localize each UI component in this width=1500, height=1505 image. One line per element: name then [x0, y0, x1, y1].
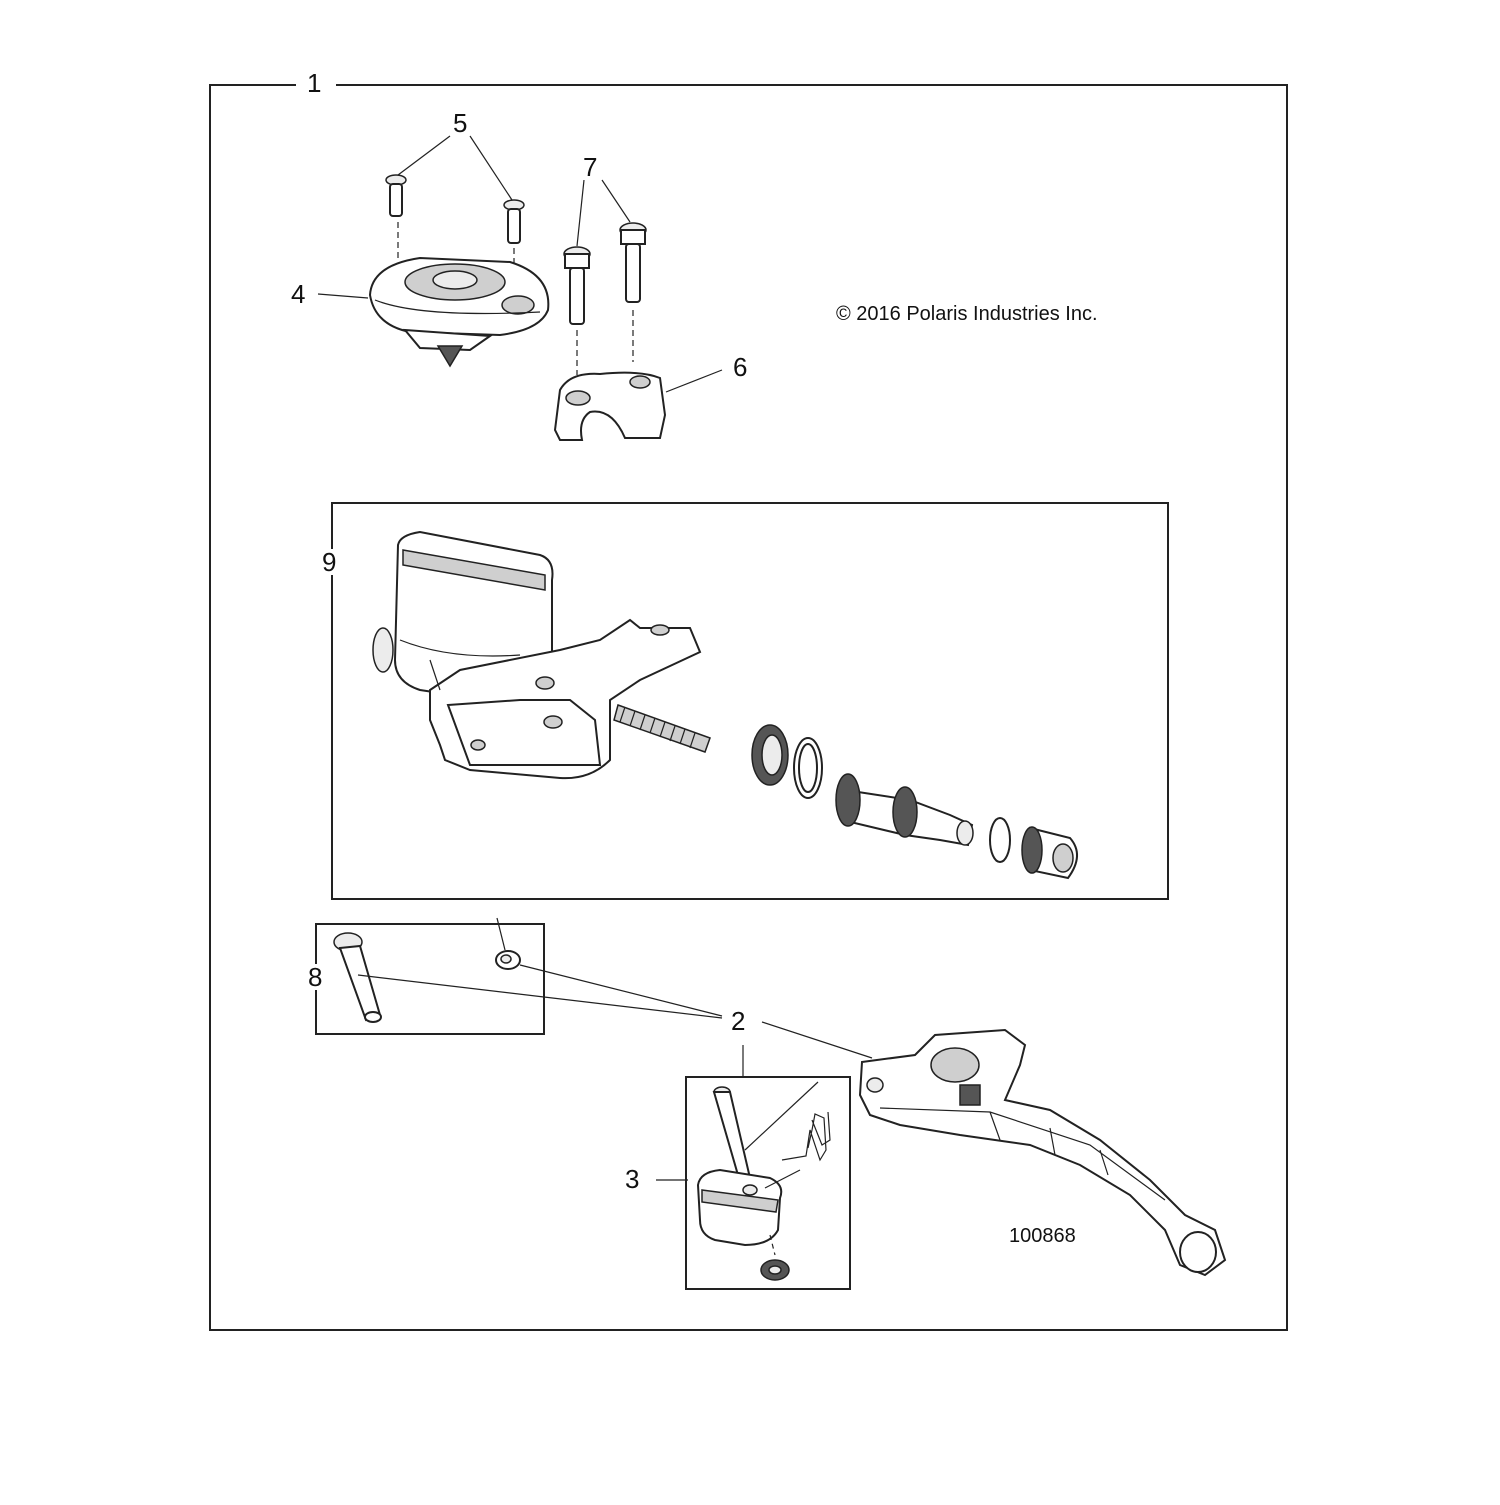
- handlebar-clamp: [553, 371, 667, 441]
- callout-5: 5: [453, 108, 468, 138]
- return-spring: [613, 704, 711, 753]
- brake-lever: [858, 1028, 1227, 1277]
- callout-4: 4: [291, 279, 306, 309]
- primary-cup-seal: [751, 724, 789, 786]
- washer: [989, 817, 1011, 863]
- adjuster-block: [696, 1168, 783, 1247]
- pivot-pin: [333, 932, 382, 1023]
- master-cylinder-kit-box: [331, 502, 1169, 900]
- adjuster-kit-box: [685, 1076, 851, 1290]
- callout-9: 9: [322, 547, 337, 577]
- torsion-spring: [781, 1111, 831, 1162]
- callout-2: 2: [731, 1006, 746, 1036]
- piston: [835, 773, 974, 847]
- cover-screw-right: [503, 199, 525, 244]
- callout-8: 8: [308, 962, 323, 992]
- assembly-frame: [209, 84, 1288, 1331]
- callout-7: 7: [583, 152, 598, 182]
- copyright-notice: © 2016 Polaris Industries Inc.: [836, 303, 1098, 325]
- clamp-bolt-right: [619, 222, 647, 303]
- adjuster-pin: [712, 1086, 752, 1184]
- callout-1: 1: [307, 68, 322, 98]
- figure-number: 100868: [1009, 1225, 1076, 1247]
- clamp-bolt-left: [563, 246, 591, 325]
- callout-3: 3: [625, 1164, 640, 1194]
- retaining-clip: [495, 950, 521, 970]
- reservoir-cover: [368, 256, 550, 368]
- master-cylinder-body: [372, 530, 702, 780]
- o-ring-seal: [793, 737, 823, 799]
- cover-screw-left: [385, 174, 407, 217]
- callout-6: 6: [733, 352, 748, 382]
- dust-boot: [1021, 826, 1078, 880]
- adjuster-detent-washer: [760, 1259, 790, 1281]
